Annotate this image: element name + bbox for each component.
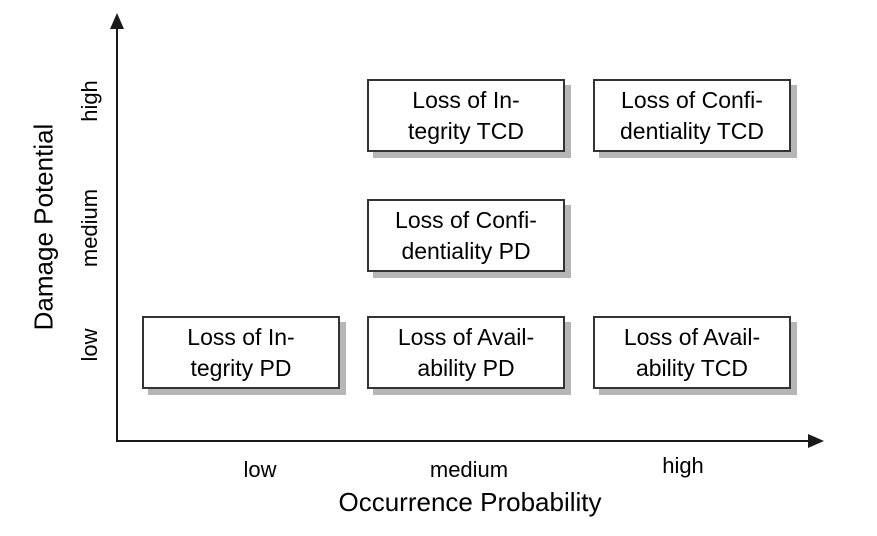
y-tick-medium: medium <box>77 188 102 268</box>
node-label-line: tegrity TCD <box>408 117 524 144</box>
y-axis-line <box>116 26 118 442</box>
y-tick-high: high <box>77 80 102 122</box>
node-label-line: Loss of Confi- <box>621 86 763 113</box>
x-tick-medium: medium <box>429 457 509 482</box>
x-tick-low: low <box>243 457 277 482</box>
node-loss-of-availability-pd: Loss of Avail- ability PD <box>367 316 565 389</box>
node-label-line: Loss of Avail- <box>397 323 535 350</box>
node-loss-of-integrity-pd: Loss of In- tegrity PD <box>142 316 340 389</box>
node-label-line: ability PD <box>417 354 515 381</box>
y-axis-title: Damage Potential <box>28 123 59 331</box>
node-label-line: dentiality PD <box>401 237 531 264</box>
node-loss-of-confidentiality-tcd: Loss of Confi- dentiality TCD <box>593 79 791 152</box>
x-axis-line <box>116 440 810 442</box>
node-label-line: dentiality TCD <box>619 117 765 144</box>
node-label-line: Loss of Confi- <box>395 206 537 233</box>
node-label-line: Loss of In- <box>412 86 520 113</box>
node-label-line: Loss of Avail- <box>623 323 761 350</box>
y-tick-low: low <box>77 328 102 362</box>
y-axis-arrowhead-icon <box>110 13 124 29</box>
x-axis-title: Occurrence Probability <box>338 487 602 517</box>
node-label-line: Loss of In- <box>187 323 295 350</box>
x-axis-arrowhead-icon <box>808 434 824 448</box>
x-tick-high: high <box>662 453 704 478</box>
node-label-line: tegrity PD <box>190 354 292 381</box>
node-loss-of-integrity-tcd: Loss of In- tegrity TCD <box>367 79 565 152</box>
node-label-line: ability TCD <box>635 354 749 381</box>
node-loss-of-availability-tcd: Loss of Avail- ability TCD <box>593 316 791 389</box>
node-loss-of-confidentiality-pd: Loss of Confi- dentiality PD <box>367 199 565 272</box>
